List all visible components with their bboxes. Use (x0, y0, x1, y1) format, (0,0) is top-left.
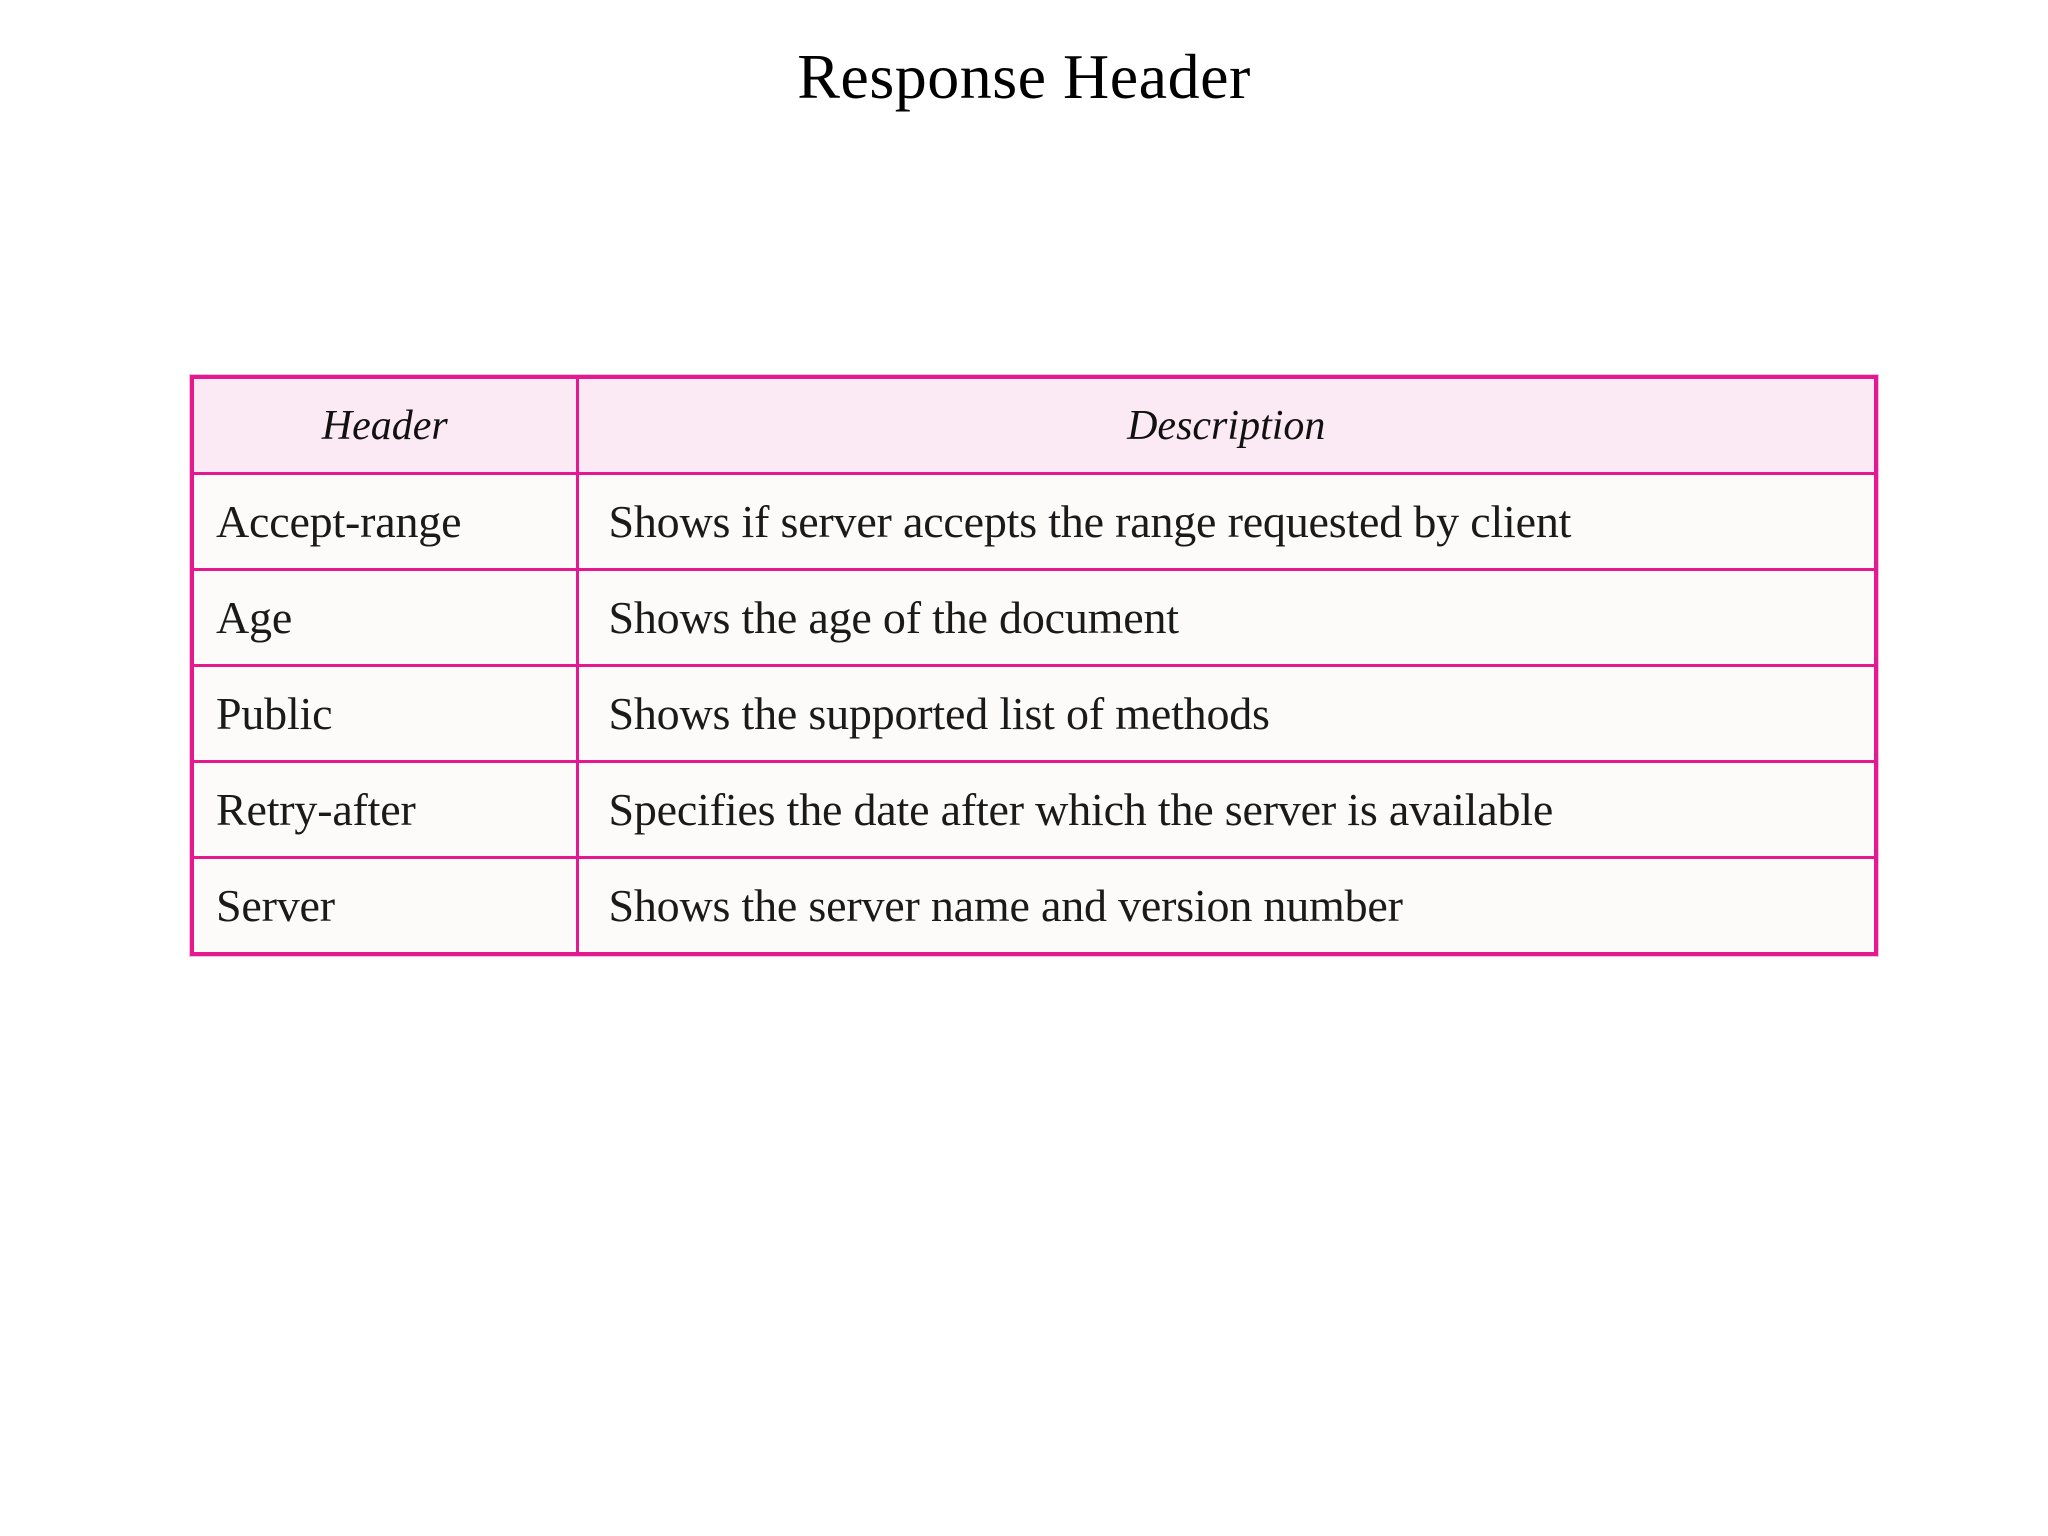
table-row: Age Shows the age of the document (190, 568, 1878, 667)
header-name: Age (216, 592, 293, 643)
page-title: Response Header (797, 41, 1251, 112)
table-cell-description: Shows if server accepts the range reques… (575, 472, 1878, 571)
column-header-description-label: Description (1127, 402, 1326, 449)
table-header-row: Header Description (190, 375, 1878, 475)
response-header-table: Header Description Accept-range Shows if… (190, 375, 1878, 956)
table-cell-description: Shows the server name and version number (575, 856, 1878, 956)
header-name: Accept-range (216, 496, 462, 547)
table-cell-header: Public (190, 664, 579, 763)
table-cell-description: Shows the age of the document (575, 568, 1878, 667)
table-row: Public Shows the supported list of metho… (190, 664, 1878, 763)
header-description: Shows the server name and version number (608, 880, 1403, 931)
table-cell-header: Retry-after (190, 760, 579, 859)
response-header-table-container: Header Description Accept-range Shows if… (190, 375, 1878, 956)
table-row: Accept-range Shows if server accepts the… (190, 472, 1878, 571)
table-head: Header Description (190, 375, 1878, 475)
column-header-description: Description (575, 375, 1878, 475)
header-description: Shows the age of the document (608, 592, 1180, 643)
table-cell-description: Shows the supported list of methods (575, 664, 1878, 763)
header-name: Public (216, 688, 333, 739)
header-description: Specifies the date after which the serve… (608, 784, 1554, 835)
table-row: Retry-after Specifies the date after whi… (190, 760, 1878, 859)
header-name: Retry-after (216, 784, 416, 835)
table-cell-description: Specifies the date after which the serve… (575, 760, 1878, 859)
column-header-header: Header (190, 375, 579, 475)
table-body: Accept-range Shows if server accepts the… (190, 472, 1878, 956)
header-description: Shows the supported list of methods (608, 688, 1270, 739)
table-cell-header: Age (190, 568, 579, 667)
table-cell-header: Accept-range (190, 472, 579, 571)
column-header-header-label: Header (321, 402, 448, 449)
table-cell-header: Server (190, 856, 579, 956)
header-description: Shows if server accepts the range reques… (608, 496, 1572, 547)
table-row: Server Shows the server name and version… (190, 856, 1878, 956)
header-name: Server (216, 880, 335, 931)
